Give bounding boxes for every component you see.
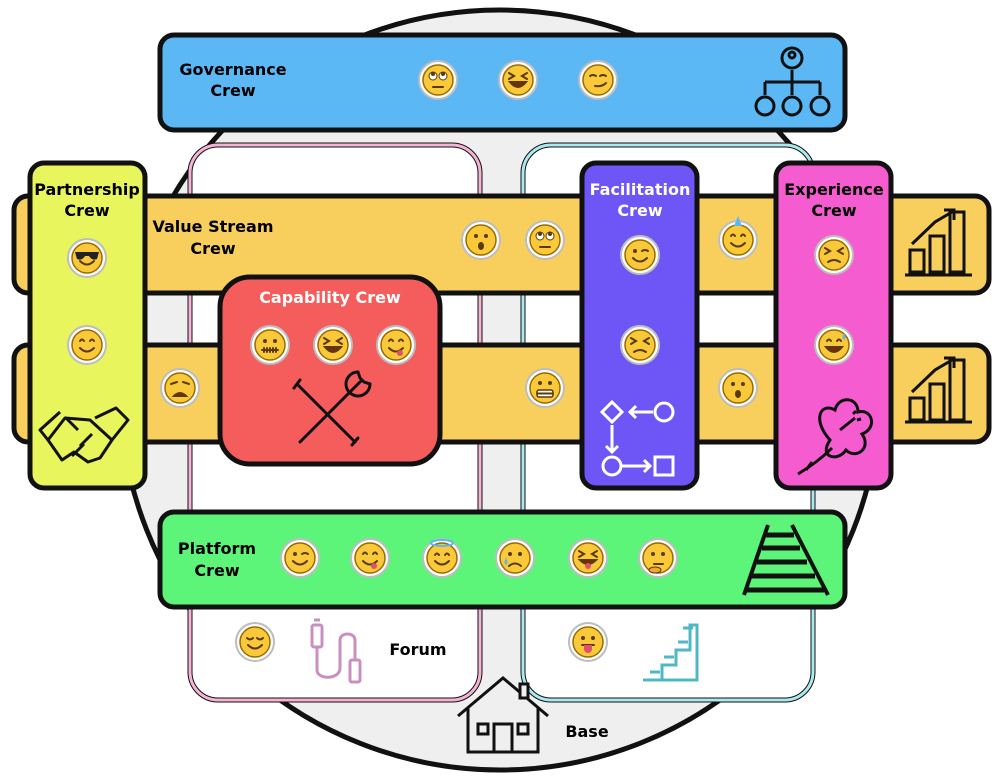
emoji-wink-icon: [280, 538, 320, 578]
platform-crew-label-line1: Platform: [178, 539, 256, 558]
hibiscus-flower-icon: [797, 398, 873, 476]
emoji-persevere-icon: [620, 325, 660, 365]
emoji-persevere-icon: [814, 235, 854, 275]
emoji-squint-laugh-icon: [313, 325, 353, 365]
capability-crew-label: Capability Crew: [259, 288, 401, 307]
emoji-relieved-icon: [235, 622, 275, 662]
emoji-surprised-icon: [461, 220, 501, 260]
org-chart-icon: [754, 46, 831, 117]
partnership-crew-label-line1: Partnership: [34, 180, 140, 199]
emoji-smirk-icon: [578, 60, 618, 100]
emoji-squint-laugh-icon: [498, 60, 538, 100]
partnership-crew-label-line2: Crew: [64, 201, 109, 220]
emoji-yum-icon: [376, 325, 416, 365]
governance-crew-label-line1: Governance: [179, 60, 286, 79]
handshake-icon: [38, 406, 130, 464]
emoji-thinking-icon: [638, 538, 678, 578]
value-stream-crew-label-line2: Crew: [190, 239, 235, 258]
emoji-sad-tear-icon: [495, 538, 535, 578]
flow-diagram-icon: [599, 399, 675, 477]
emoji-tongue-icon: [568, 622, 608, 662]
emoji-eye-roll-icon: [418, 60, 458, 100]
value-stream-band-top: [11, 193, 992, 296]
value-stream-crew-label-line1: Value Stream: [153, 217, 274, 236]
emoji-zipper-mouth-icon: [250, 325, 290, 365]
bar-chart-growth-icon: [905, 208, 972, 277]
governance-crew-label-line2: Crew: [210, 81, 255, 100]
wrench-screwdriver-icon: [292, 370, 372, 447]
bar-chart-growth-icon: [905, 356, 972, 424]
emoji-weary-icon: [160, 368, 200, 408]
emoji-eye-roll-icon: [525, 220, 565, 260]
house-icon: [457, 676, 549, 754]
experience-crew-label-line1: Experience: [784, 180, 884, 199]
facilitation-crew-label-line2: Crew: [617, 201, 662, 220]
experience-crew-label-line2: Crew: [811, 201, 856, 220]
emoji-yum-icon: [350, 538, 390, 578]
capability-crew-box: [217, 274, 443, 467]
emoji-party-icon: [718, 216, 758, 260]
emoji-sweat-smile-icon: [814, 325, 854, 365]
platform-crew-label-line2: Crew: [194, 561, 239, 580]
forum-label: Forum: [389, 640, 446, 659]
facilitation-crew-label-line1: Facilitation: [590, 180, 691, 199]
emoji-tongue-squint-icon: [568, 538, 608, 578]
usb-cable-icon: [310, 618, 362, 684]
emoji-layer: [67, 60, 854, 662]
base-label: Base: [565, 722, 609, 741]
emoji-grimace-icon: [525, 368, 565, 408]
emoji-surprised-icon: [718, 368, 758, 408]
railway-track-icon: [742, 524, 830, 596]
emoji-halo-icon: [422, 538, 462, 578]
stairs-icon: [643, 623, 699, 682]
emoji-wink-icon: [620, 235, 660, 275]
emoji-smile-icon: [67, 325, 107, 365]
emoji-sunglasses-icon: [67, 238, 107, 278]
